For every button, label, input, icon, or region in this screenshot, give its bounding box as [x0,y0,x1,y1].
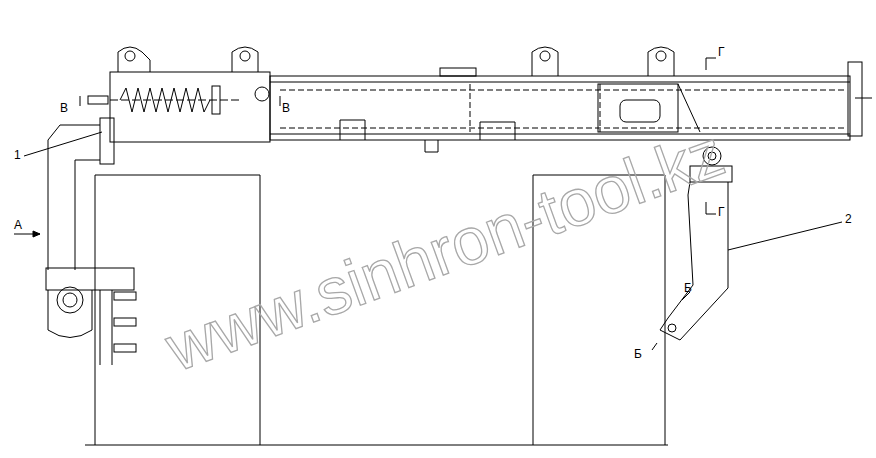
callout-label: Г [718,206,725,218]
watermark: www.sinhron-tool.kz [158,119,732,382]
callout-label: 1 [14,149,21,161]
callout-label: В [60,102,68,114]
callout-label: А [14,219,22,231]
callout-label: В [282,102,290,114]
callout-label: Г [718,46,725,58]
callout-label: 2 [845,213,852,225]
callout-label: Б [684,282,692,294]
callout-label: Б [634,348,642,360]
